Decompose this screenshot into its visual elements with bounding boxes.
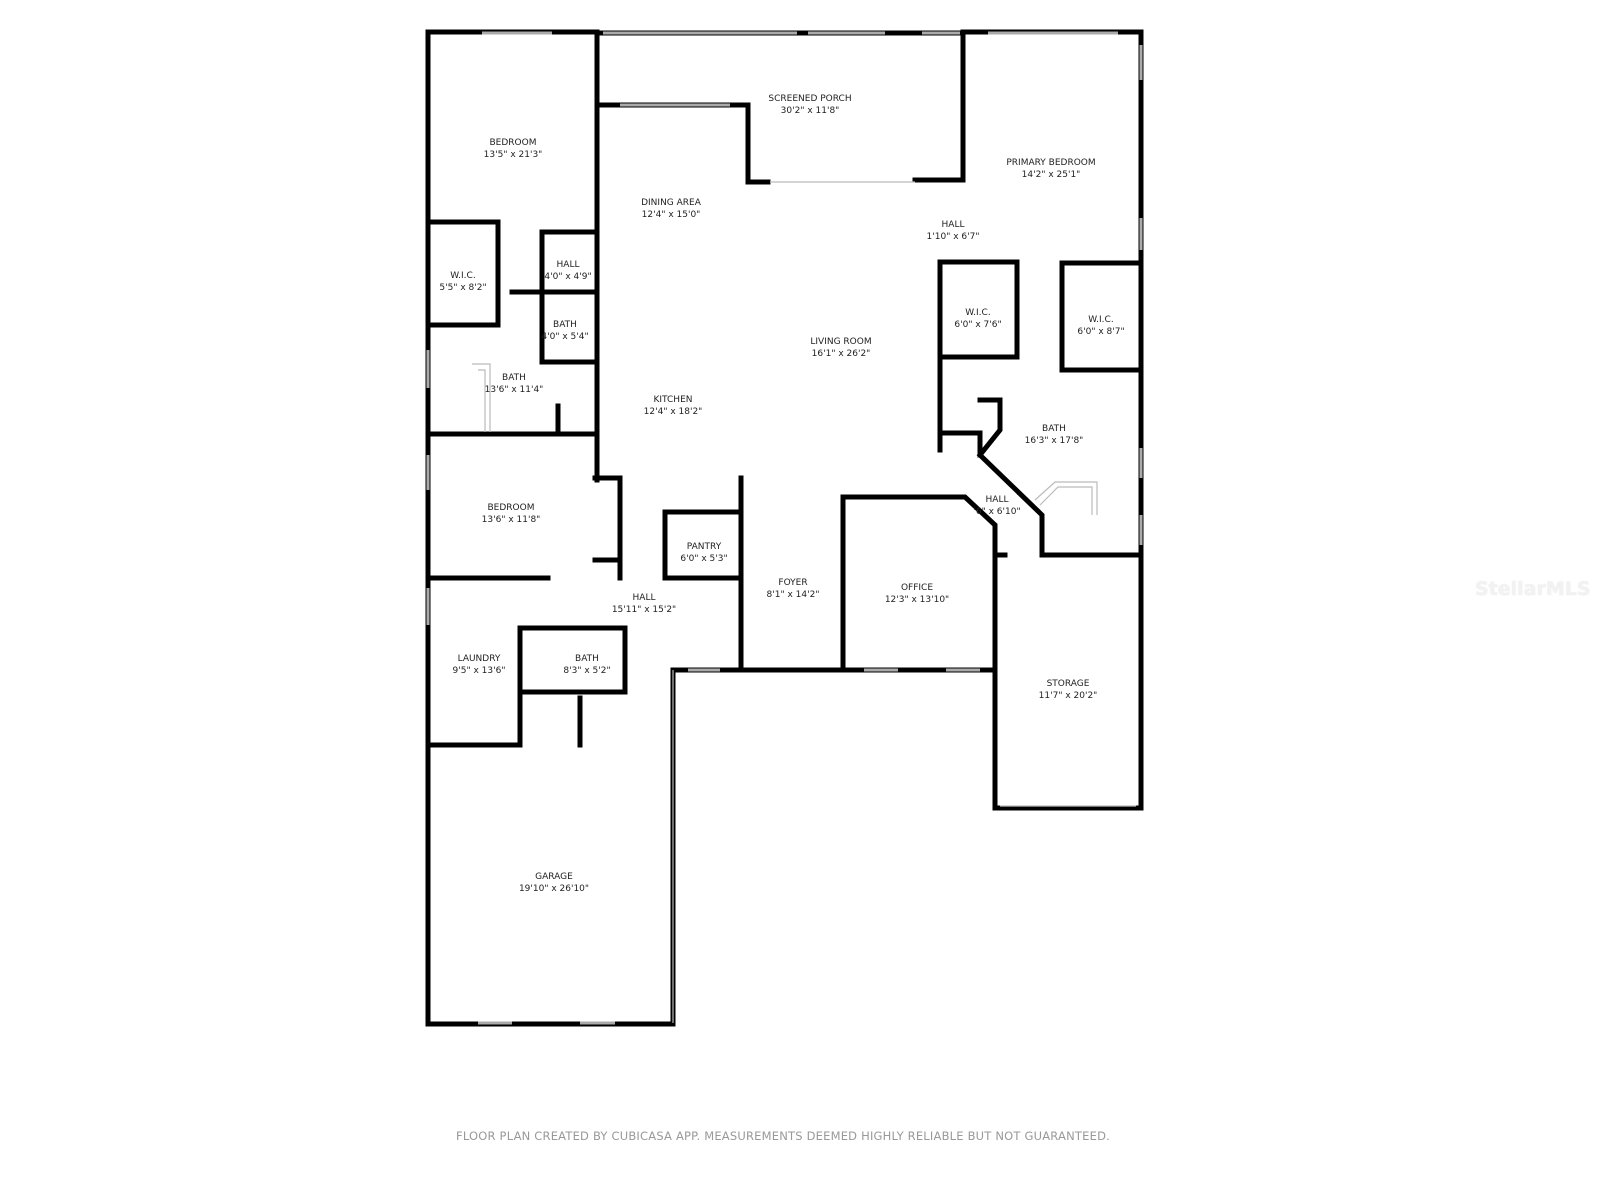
room-living-room: LIVING ROOM 16'1" x 26'2"	[810, 336, 871, 360]
room-storage: STORAGE 11'7" x 20'2"	[1039, 678, 1098, 702]
room-kitchen: KITCHEN 12'4" x 18'2"	[644, 394, 703, 418]
room-dims: 13'5" x 21'3"	[483, 150, 543, 160]
room-dims: 4'0" x 5'4"	[541, 332, 589, 342]
room-name: W.I.C.	[450, 271, 476, 281]
room-wic-3: W.I.C. 6'0" x 8'7"	[1077, 314, 1124, 338]
room-name: BATH	[1042, 424, 1066, 434]
room-name: PRIMARY BEDROOM	[1006, 158, 1096, 168]
footer-disclaimer: FLOOR PLAN CREATED BY CUBICASA APP. MEAS…	[456, 1129, 1110, 1143]
room-name: LIVING ROOM	[810, 337, 872, 347]
room-dims: 8'1" x 14'2"	[766, 590, 820, 600]
room-name: KITCHEN	[653, 395, 693, 405]
room-hall-small: HALL 4'0" x 4'9"	[544, 259, 591, 283]
room-dims: 16'3" x 17'8"	[1024, 436, 1084, 446]
room-name: HALL	[632, 593, 656, 603]
room-garage: GARAGE 19'10" x 26'10"	[519, 871, 589, 895]
room-foyer: FOYER 8'1" x 14'2"	[767, 577, 820, 601]
room-bedroom-1: BEDROOM 13'5" x 21'3"	[484, 137, 543, 161]
room-name: STORAGE	[1046, 679, 1090, 689]
room-dims: 9'5" x 13'6"	[452, 666, 506, 676]
room-name: HALL	[556, 260, 580, 270]
room-dims: 14'2" x 25'1"	[1021, 170, 1081, 180]
room-wic-1: W.I.C. 5'5" x 8'2"	[439, 270, 486, 294]
room-screened-porch: SCREENED PORCH 30'2" x 11'8"	[768, 93, 851, 117]
room-office: OFFICE 12'3" x 13'10"	[885, 582, 949, 606]
room-name: GARAGE	[535, 872, 573, 882]
room-name: BATH	[502, 373, 526, 383]
room-bedroom-2: BEDROOM 13'6" x 11'8"	[482, 502, 541, 526]
room-dims: 5'5" x 8'2"	[439, 283, 487, 293]
room-hall-main: HALL 15'11" x 15'2"	[612, 592, 676, 616]
room-name: SCREENED PORCH	[768, 94, 852, 104]
room-dims: 13'6" x 11'4"	[484, 385, 544, 395]
room-hall-primary: HALL 1'10" x 6'7"	[927, 219, 980, 243]
room-name: BEDROOM	[489, 138, 537, 148]
room-name: OFFICE	[900, 583, 934, 593]
room-dims: 6'0" x 7'6"	[954, 320, 1002, 330]
room-name: LAUNDRY	[457, 654, 501, 664]
room-dims: 30'2" x 11'8"	[780, 106, 840, 116]
room-dims: 4'0" x 4'9"	[544, 272, 592, 282]
room-primary-bedroom: PRIMARY BEDROOM 14'2" x 25'1"	[1006, 157, 1095, 181]
room-bath-3: BATH 8'3" x 5'2"	[563, 653, 610, 677]
watermark: StellarMLS	[1475, 578, 1591, 600]
room-name: DINING AREA	[641, 198, 701, 208]
room-hall-diagonal: HALL '6" x 6'10"	[973, 494, 1020, 518]
room-name: W.I.C.	[1088, 315, 1114, 325]
room-dims: 12'4" x 18'2"	[643, 407, 703, 417]
room-name: W.I.C.	[965, 308, 991, 318]
room-dims: 13'6" x 11'8"	[481, 515, 541, 525]
room-dims: 11'7" x 20'2"	[1038, 691, 1098, 701]
room-dims: 12'3" x 13'10"	[884, 595, 950, 605]
room-dims: 19'10" x 26'10"	[518, 884, 590, 894]
room-name: BATH	[553, 320, 577, 330]
room-name: HALL	[985, 495, 1009, 505]
room-dims: 12'4" x 15'0"	[641, 210, 701, 220]
fixtures	[472, 181, 1136, 1023]
room-name: PANTRY	[686, 542, 722, 552]
room-dims: 15'11" x 15'2"	[611, 605, 677, 615]
room-name: HALL	[941, 220, 965, 230]
room-dims: '6" x 6'10"	[973, 507, 1021, 517]
room-dims: 16'1" x 26'2"	[811, 349, 871, 359]
room-laundry: LAUNDRY 9'5" x 13'6"	[453, 653, 506, 677]
room-name: BATH	[575, 654, 599, 664]
room-bath-2: BATH 13'6" x 11'4"	[485, 372, 544, 396]
windows	[426, 31, 1143, 1025]
room-dims: 1'10" x 6'7"	[926, 232, 980, 242]
room-name: FOYER	[778, 578, 808, 588]
room-dims: 6'0" x 8'7"	[1077, 327, 1125, 337]
room-dims: 6'0" x 5'3"	[680, 554, 728, 564]
room-dining-area: DINING AREA 12'4" x 15'0"	[641, 197, 701, 221]
room-pantry: PANTRY 6'0" x 5'3"	[680, 541, 727, 565]
room-bath-small: BATH 4'0" x 5'4"	[541, 319, 588, 343]
room-dims: 8'3" x 5'2"	[563, 666, 611, 676]
room-name: BEDROOM	[487, 503, 535, 513]
room-wic-2: W.I.C. 6'0" x 7'6"	[954, 307, 1001, 331]
room-primary-bath: BATH 16'3" x 17'8"	[1025, 423, 1084, 447]
